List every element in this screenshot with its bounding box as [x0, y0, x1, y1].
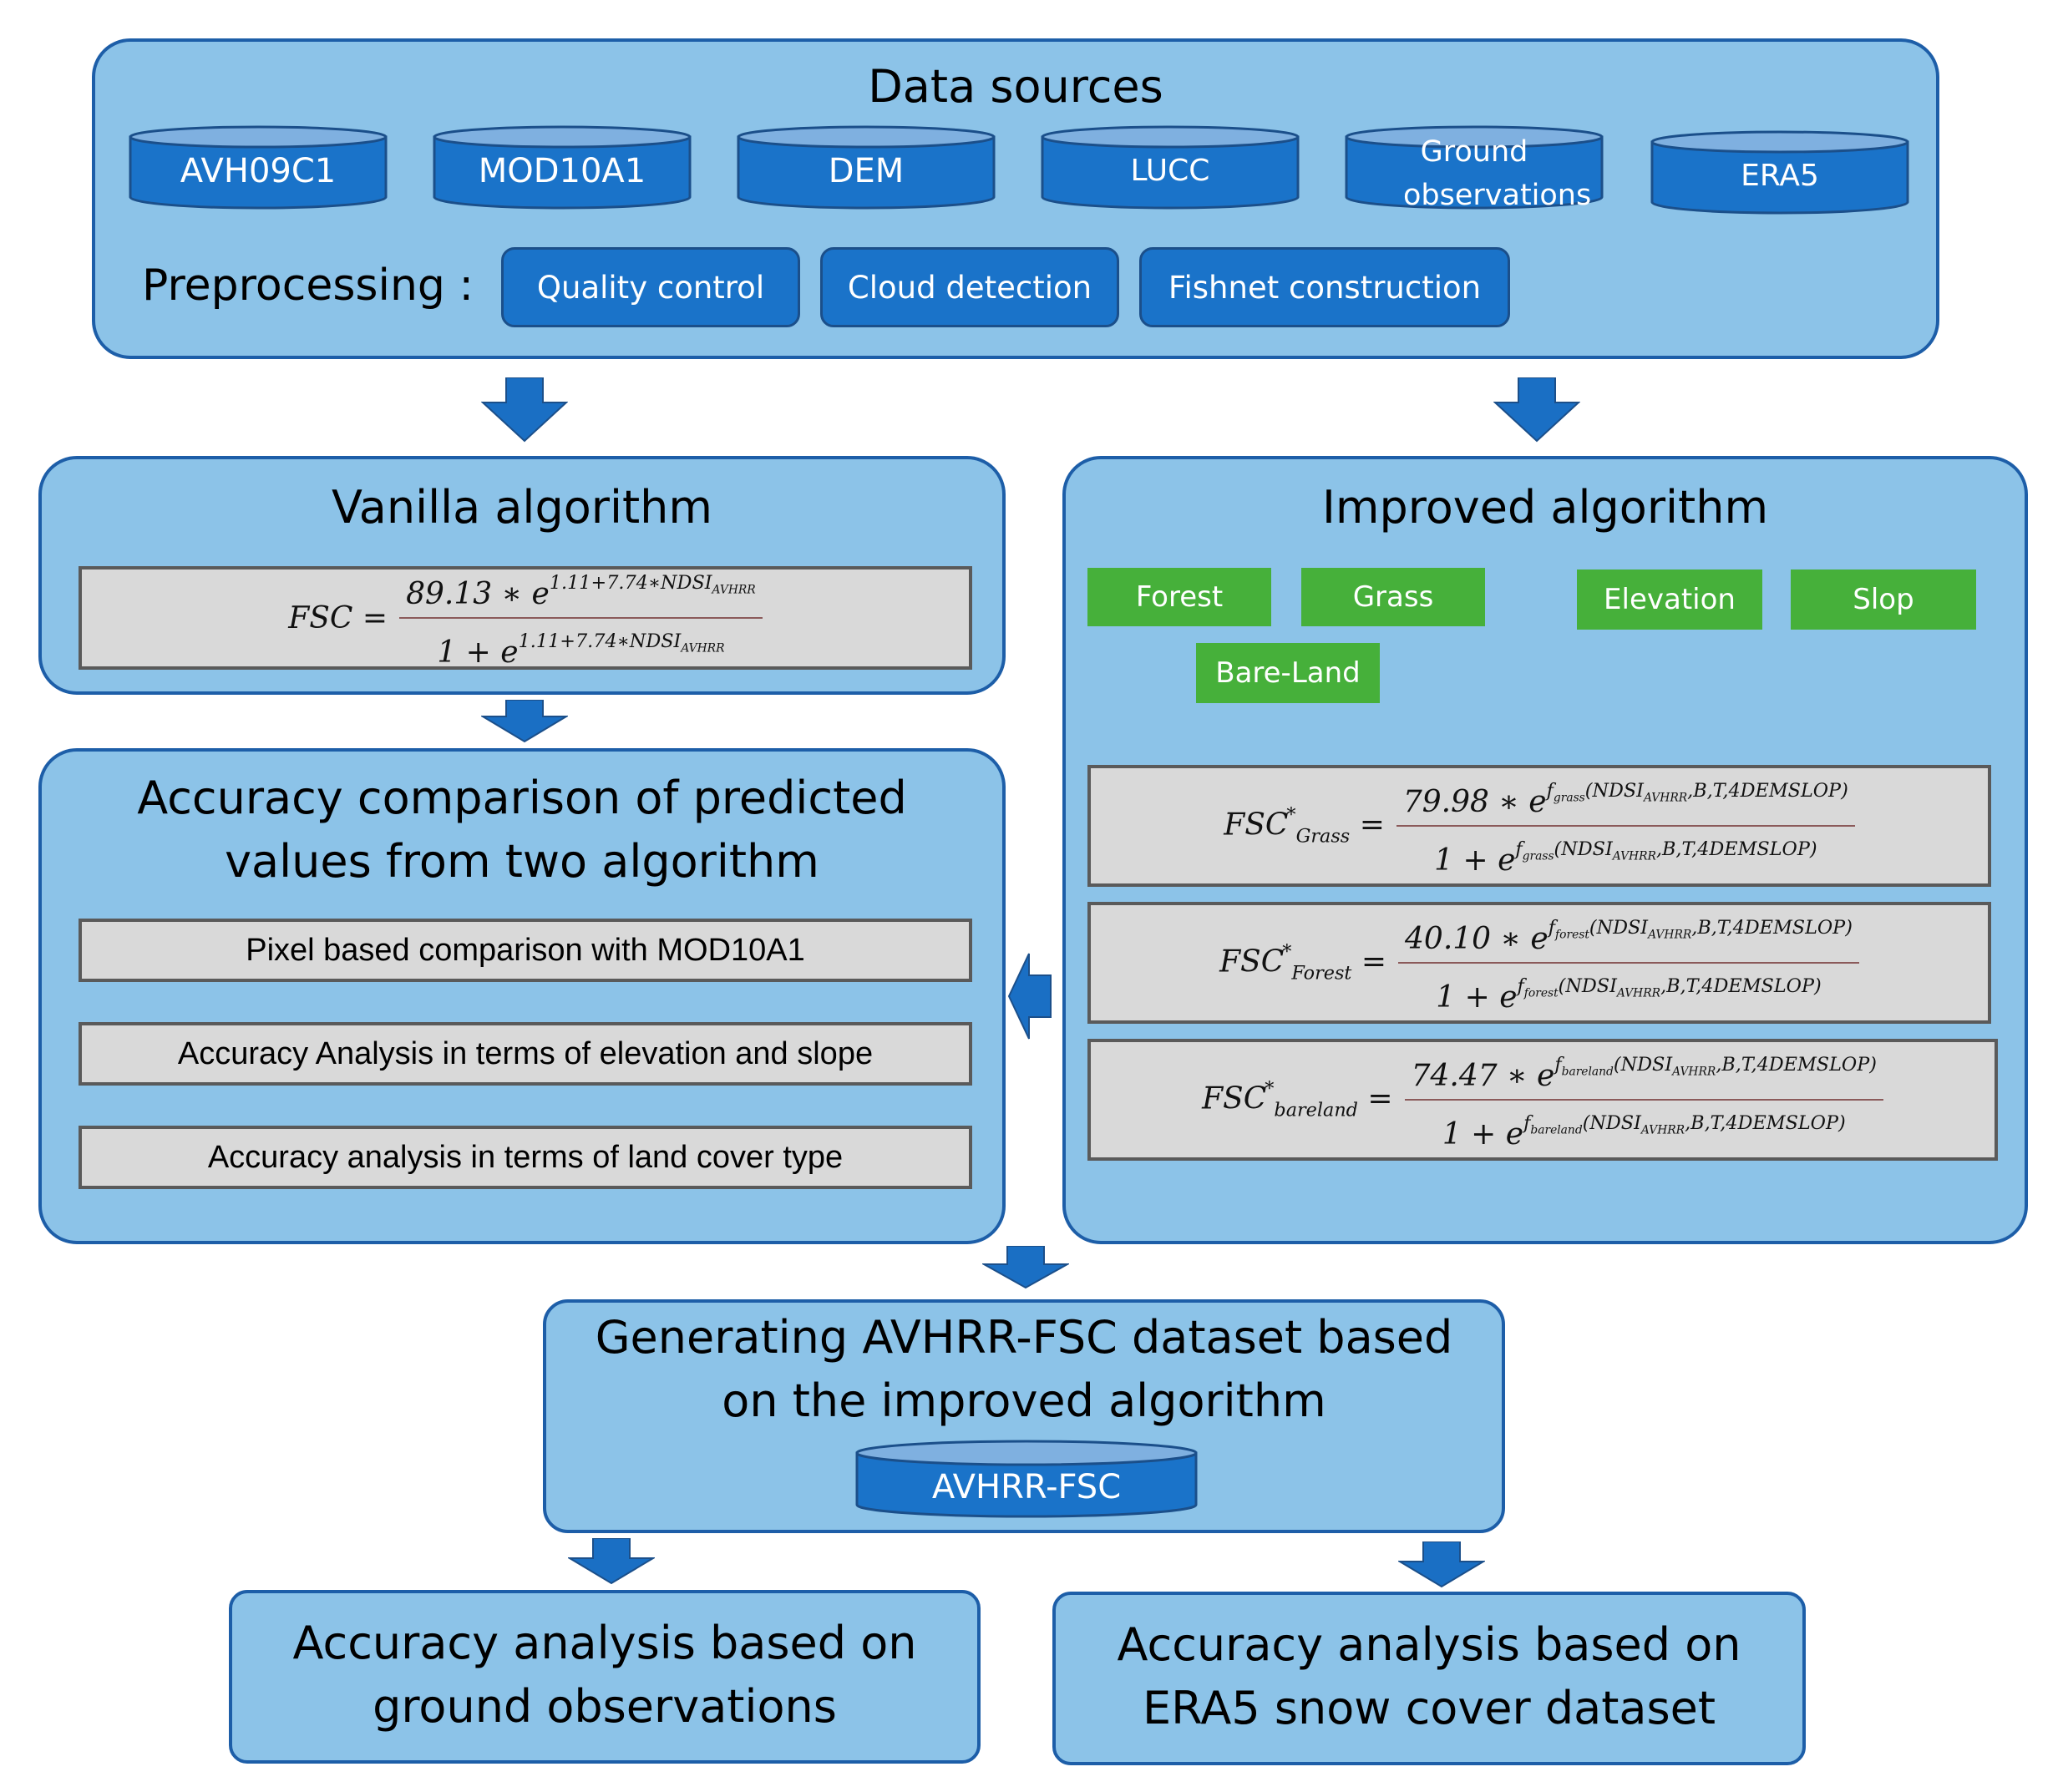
output-line1: Accuracy analysis based on [1117, 1618, 1741, 1671]
preprocessing-step-cloud-detection: Cloud detection [820, 247, 1119, 327]
formula-fraction: 89.13 ∗ e1.11+7.74∗NDSIAVHRR 1 + e1.11+7… [399, 560, 763, 676]
database-icon [1650, 130, 1909, 215]
database-label: AVH09C1 [180, 152, 337, 190]
generating-dataset-panel: Generating AVHRR-FSC dataset based on th… [543, 1299, 1505, 1533]
data-sources-panel: Data sources AVH09C1 MOD10A1 DEM LUCC [92, 38, 1939, 359]
category-slop: Slop [1791, 569, 1976, 630]
category-grass: Grass [1301, 568, 1485, 626]
formula-denominator: 1 + e1.11+7.74∗NDSIAVHRR [437, 630, 725, 670]
database-lucc: LUCC [1041, 125, 1300, 210]
formula-lhs: FSC = [288, 600, 388, 635]
generating-title-line1: Generating AVHRR-FSC dataset based [595, 1311, 1453, 1364]
comparison-item: Accuracy analysis in terms of land cover… [79, 1126, 972, 1189]
database-label: MOD10A1 [478, 152, 646, 190]
database-avh09c1: AVH09C1 [129, 125, 388, 210]
accuracy-comparison-panel: Accuracy comparison of predicted values … [38, 748, 1006, 1244]
formula-numerator: 79.98 ∗ efgrass(NDSIAVHRR,B,T,4DEMSLOP) [1402, 780, 1848, 819]
output-line2: ground observations [373, 1680, 837, 1733]
vanilla-formula-box: FSC = 89.13 ∗ e1.11+7.74∗NDSIAVHRR 1 + e… [79, 566, 972, 670]
database-dem: DEM [737, 125, 996, 210]
formula-box-forest: FSC*Forest = 40.10 ∗ efforest(NDSIAVHRR,… [1087, 902, 1991, 1024]
comparison-item: Pixel based comparison with MOD10A1 [79, 919, 972, 982]
arrow-down-icon [982, 1246, 1069, 1289]
fraction-bar [1404, 1099, 1883, 1101]
database-label: DEM [828, 152, 905, 190]
database-icon [855, 1440, 1198, 1518]
database-mod10a1: MOD10A1 [433, 125, 692, 210]
output-line2: ERA5 snow cover dataset [1142, 1682, 1716, 1734]
arrow-left-icon [1007, 952, 1057, 1040]
fraction-bar [399, 617, 763, 619]
formula-numerator: 89.13 ∗ e1.11+7.74∗NDSIAVHRR [406, 572, 756, 611]
arrow-down-icon [481, 377, 568, 443]
formula-lhs: FSC*Forest = [1219, 941, 1387, 985]
category-elevation: Elevation [1577, 569, 1762, 630]
formula-numerator: 74.47 ∗ efbareland(NDSIAVHRR,B,T,4DEMSLO… [1411, 1054, 1877, 1093]
formula-fraction: 79.98 ∗ efgrass(NDSIAVHRR,B,T,4DEMSLOP) … [1396, 768, 1855, 883]
formula-lhs: FSC*Grass = [1224, 804, 1385, 848]
database-avhrr-fsc: AVHRR-FSC [855, 1440, 1198, 1518]
comparison-item: Accuracy Analysis in terms of elevation … [79, 1022, 972, 1086]
comparison-title-line1: Accuracy comparison of predicted [137, 772, 907, 824]
formula-numerator: 40.10 ∗ efforest(NDSIAVHRR,B,T,4DEMSLOP) [1405, 917, 1853, 956]
fraction-bar [1398, 962, 1859, 964]
database-icon [129, 125, 388, 210]
database-ground-observations: Ground observations [1345, 125, 1604, 212]
formula-denominator: 1 + efforest(NDSIAVHRR,B,T,4DEMSLOP) [1436, 975, 1822, 1015]
formula-box-grass: FSC*Grass = 79.98 ∗ efgrass(NDSIAVHRR,B,… [1087, 765, 1991, 887]
output-line1: Accuracy analysis based on [292, 1617, 917, 1669]
arrow-down-icon [1493, 377, 1580, 443]
formula-denominator: 1 + efgrass(NDSIAVHRR,B,T,4DEMSLOP) [1434, 838, 1817, 878]
database-label: ERA5 [1741, 159, 1819, 193]
output-ground-observations-panel: Accuracy analysis based on ground observ… [229, 1590, 981, 1764]
formula-lhs: FSC*bareland = [1202, 1078, 1393, 1121]
preprocessing-label: Preprocessing : [142, 261, 474, 311]
improved-algorithm-panel: Improved algorithm Forest Grass Bare-Lan… [1062, 456, 2028, 1244]
arrow-down-icon [481, 700, 568, 743]
database-icon [1041, 125, 1300, 210]
formula-fraction: 40.10 ∗ efforest(NDSIAVHRR,B,T,4DEMSLOP)… [1398, 905, 1859, 1020]
formula-box-bareland: FSC*bareland = 74.47 ∗ efbareland(NDSIAV… [1087, 1039, 1998, 1161]
database-era5: ERA5 [1650, 130, 1909, 215]
vanilla-algorithm-panel: Vanilla algorithm FSC = 89.13 ∗ e1.11+7.… [38, 456, 1006, 695]
preprocessing-step-quality-control: Quality control [501, 247, 800, 327]
data-sources-title: Data sources [868, 60, 1163, 113]
formula-fraction: 74.47 ∗ efbareland(NDSIAVHRR,B,T,4DEMSLO… [1404, 1042, 1883, 1157]
database-label: LUCC [1130, 154, 1210, 188]
formula-denominator: 1 + efbareland(NDSIAVHRR,B,T,4DEMSLOP) [1442, 1112, 1846, 1152]
fraction-bar [1396, 825, 1855, 827]
vanilla-algorithm-title: Vanilla algorithm [332, 481, 712, 534]
database-icon [1345, 125, 1604, 210]
arrow-down-icon [568, 1538, 655, 1585]
category-bare-land: Bare-Land [1196, 643, 1380, 703]
database-label: AVHRR-FSC [931, 1468, 1122, 1506]
generating-title-line2: on the improved algorithm [722, 1374, 1326, 1427]
category-forest: Forest [1087, 568, 1271, 626]
arrow-down-icon [1398, 1541, 1485, 1588]
comparison-title-line2: values from two algorithm [225, 835, 819, 888]
database-label: Ground observations [1403, 135, 1592, 212]
database-icon [433, 125, 692, 210]
database-icon [737, 125, 996, 210]
output-era5-panel: Accuracy analysis based on ERA5 snow cov… [1052, 1592, 1806, 1765]
improved-algorithm-title: Improved algorithm [1321, 481, 1769, 534]
preprocessing-step-fishnet-construction: Fishnet construction [1139, 247, 1510, 327]
